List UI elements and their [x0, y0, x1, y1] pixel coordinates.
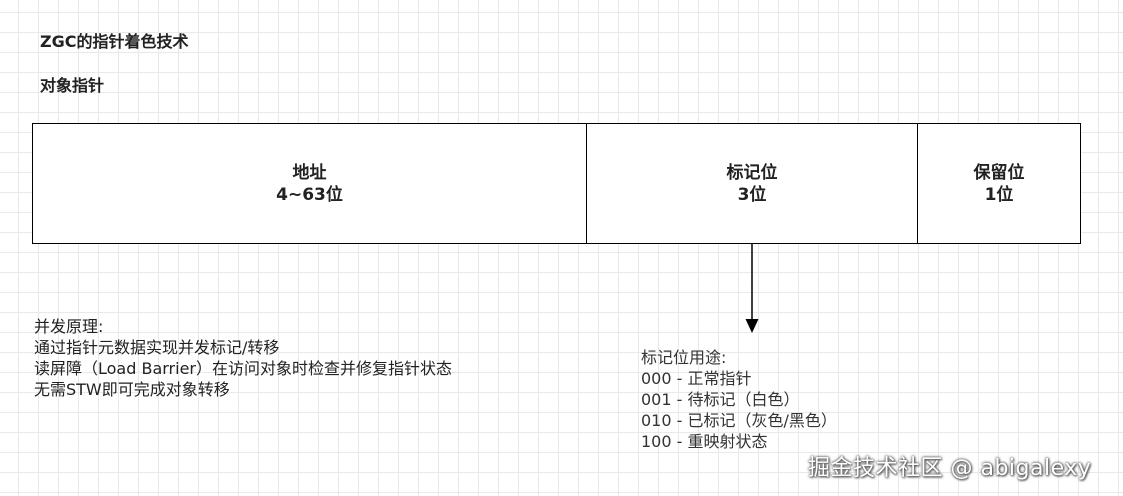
- concurrency-line: 通过指针元数据实现并发标记/转移: [34, 338, 280, 357]
- concurrency-notes: 并发原理: 通过指针元数据实现并发标记/转移 读屏障（Load Barrier）…: [34, 316, 452, 400]
- reserved-bit-field-name: 保留位: [973, 162, 1025, 183]
- mark-bits-usage-notes: 标记位用途: 000 - 正常指针 001 - 待标记（白色） 010 - 已标…: [641, 347, 837, 452]
- mark-bits-usage-line: 001 - 待标记（白色）: [641, 390, 800, 409]
- address-field-box: 地址 4~63位: [33, 124, 587, 243]
- concurrency-heading: 并发原理:: [34, 317, 104, 336]
- diagram-title: ZGC的指针着色技术: [40, 32, 189, 51]
- address-field-bits: 4~63位: [276, 184, 343, 205]
- diagram-subtitle: 对象指针: [40, 76, 105, 95]
- mark-bits-usage-line: 010 - 已标记（灰色/黑色）: [641, 411, 837, 430]
- mark-bits-usage-heading: 标记位用途:: [641, 348, 727, 367]
- arrow-head: [745, 319, 759, 333]
- concurrency-line: 无需STW即可完成对象转移: [34, 380, 230, 399]
- mark-bits-usage-line: 100 - 重映射状态: [641, 432, 768, 451]
- reserved-bit-field-box: 保留位 1位: [918, 124, 1080, 243]
- pointer-bit-layout: 地址 4~63位 标记位 3位 保留位 1位: [32, 123, 1081, 244]
- mark-bits-field-box: 标记位 3位: [587, 124, 918, 243]
- reserved-bit-field-bits: 1位: [984, 184, 1014, 205]
- address-field-name: 地址: [292, 162, 327, 183]
- mark-bits-usage-line: 000 - 正常指针: [641, 369, 752, 388]
- watermark: 掘金技术社区 @ abigalexy: [808, 456, 1092, 481]
- mark-bits-field-name: 标记位: [726, 162, 778, 183]
- concurrency-line: 读屏障（Load Barrier）在访问对象时检查并修复指针状态: [34, 359, 452, 378]
- mark-bits-field-bits: 3位: [737, 184, 767, 205]
